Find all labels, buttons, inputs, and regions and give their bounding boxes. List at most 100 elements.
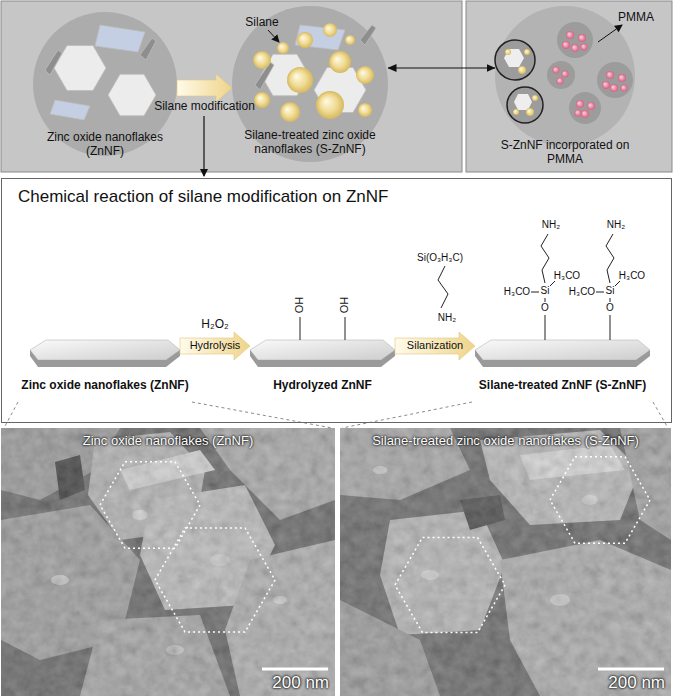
scale-label: 200 nm: [608, 673, 665, 693]
silane-formula: Si(O₃H₃C): [417, 252, 463, 264]
sem-image: [340, 428, 671, 696]
chemical-group: O: [606, 302, 614, 314]
flake-label: Zinc oxide nanoflakes (ZnNF): [21, 378, 188, 392]
nanoflake: [295, 25, 345, 50]
chemical-bond: [438, 266, 448, 308]
silane-sphere: [297, 32, 313, 48]
composite-filler: [504, 49, 538, 116]
silane-sphere: [253, 23, 374, 122]
nanoflake: [140, 38, 156, 60]
step-label: Hydrolysis: [190, 339, 241, 352]
top-right-panel: [597, 62, 633, 98]
block-arrow: [177, 74, 232, 102]
scale-bar: [262, 668, 328, 671]
composite-circle: S-ZnNF incorporated on PMMA: [495, 6, 635, 146]
block-arrow: [395, 332, 475, 360]
flake-plate: [475, 340, 650, 360]
top-right-panel: [466, 1, 672, 172]
chemical-bond: [615, 281, 620, 286]
pmma-bead: [562, 41, 570, 49]
down-arrow: [203, 116, 204, 176]
top-left-panel: [1, 1, 462, 172]
nanoflake: [45, 50, 62, 75]
sem-image: [1, 428, 335, 696]
zoom-guide: [192, 402, 332, 428]
reaction-panel: Chemical reaction of silane modification…: [1, 178, 672, 423]
sem-image: [340, 428, 671, 696]
particle-circle: Silane-treated zinc oxide nanoflakes (S-…: [232, 6, 388, 162]
top-right-panel: [507, 87, 543, 123]
silane-sphere: [323, 23, 337, 37]
chemical-group: Si: [541, 285, 550, 297]
flake-plate: [30, 340, 180, 360]
pmma-bead: [610, 84, 618, 92]
silane-sphere: [280, 102, 300, 122]
edge-label: Silanization: [407, 339, 463, 352]
chemical-bond: [550, 281, 555, 286]
silane-sphere: [287, 67, 313, 93]
composite-filler: [513, 109, 519, 115]
sem-image: [1, 428, 335, 696]
chemical-group: NH₂: [607, 219, 625, 231]
flake-plate: [30, 340, 650, 367]
pmma-bead: [553, 67, 560, 74]
composite-filler: [504, 49, 524, 67]
sem-panel: Zinc oxide nanoflakes (ZnNF)200 nm: [1, 428, 335, 696]
top-right-panel: [495, 40, 535, 80]
highlight-hexagon: [550, 457, 650, 544]
composite-filler: [524, 49, 530, 55]
highlight-hexagon: [155, 528, 275, 632]
image-title: Zinc oxide nanoflakes (ZnNF): [83, 433, 254, 449]
image-title: Silane-treated zinc oxide nanoflakes (S-…: [372, 433, 639, 449]
pmma-bead: [557, 78, 564, 85]
zoom-guide: [653, 402, 668, 428]
chemical-group: H₃CO: [554, 270, 580, 282]
scale-bar: [262, 668, 664, 671]
nanoflake: [45, 25, 376, 120]
highlight-hexagon: [100, 462, 200, 549]
chemical-group: Si: [606, 285, 615, 297]
pointer-label: Silane: [245, 15, 278, 29]
pmma-bead: [562, 71, 569, 78]
highlight-hexagon: [395, 537, 505, 632]
flake-node: Silane-treated ZnNF (S-ZnNF): [475, 330, 650, 402]
edge-label: Silane modification: [154, 99, 255, 113]
silane-sphere: [358, 103, 372, 117]
pmma-bead: [606, 71, 614, 79]
double-arrow: [388, 67, 495, 68]
top-left-panel: [1, 1, 462, 172]
flake-plate: [30, 350, 180, 367]
pmma-bead: [621, 85, 628, 92]
chemical-group: H₃CO: [504, 286, 530, 298]
pmma-bead: [575, 110, 582, 117]
silane-sphere: [316, 91, 344, 119]
flake-label: Hydrolyzed ZnNF: [273, 378, 372, 392]
hydroxyl-group: OH: [338, 297, 351, 314]
pmma-bead: [578, 34, 586, 42]
sem-image: [340, 428, 671, 696]
pmma-bead: [618, 74, 626, 82]
chemical-group: NH₂: [542, 219, 560, 231]
leader-arrow: [268, 30, 279, 42]
top-right-panel: [466, 1, 672, 172]
chemical-bond: [610, 315, 611, 340]
sem-panel: Silane-treated zinc oxide nanoflakes (S-…: [340, 428, 671, 696]
hydroxyl-group: OH: [293, 297, 306, 314]
pmma-bead: [602, 81, 610, 89]
chemical-group: H₃CO: [569, 286, 595, 298]
chemical-group: O: [541, 302, 549, 314]
nanoflake: [50, 100, 90, 120]
top-right-panel: [495, 6, 635, 146]
pointer-label: PMMA: [618, 10, 654, 24]
pmma-bead: [587, 102, 595, 110]
flake-node: Zinc oxide nanoflakes (ZnNF): [30, 330, 180, 402]
chemical-group: H₃CO: [619, 270, 645, 282]
flake-plate: [250, 340, 395, 360]
zoom-guide: [342, 402, 472, 428]
chemical-bond: [610, 298, 611, 302]
nanoflake: [95, 25, 145, 52]
panel-title: Chemical reaction of silane modification…: [18, 187, 388, 207]
